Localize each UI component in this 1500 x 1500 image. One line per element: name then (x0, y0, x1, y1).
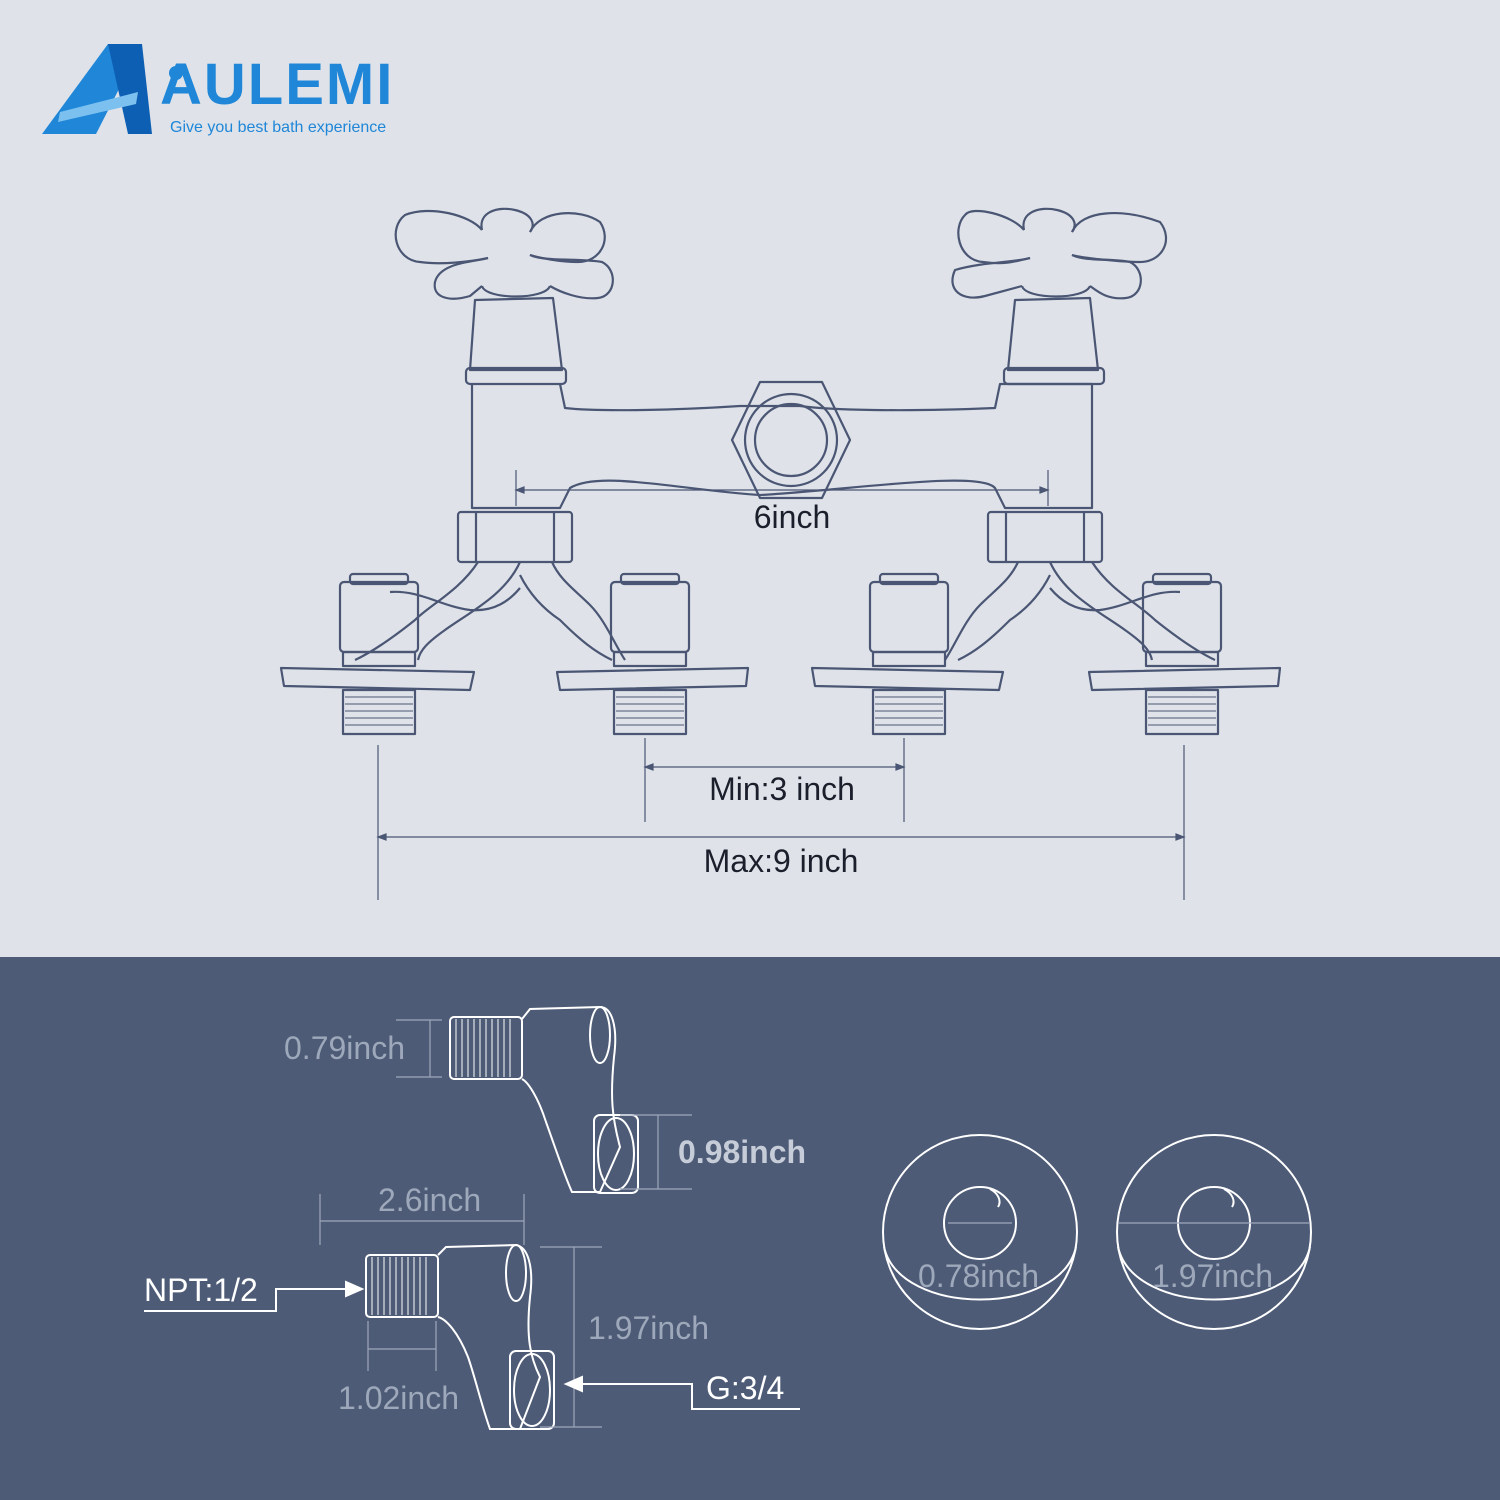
logo-droplet-icon (169, 66, 183, 80)
thread-npt-label: NPT:1/2 (144, 1272, 258, 1308)
center-outlet-hole (753, 402, 829, 478)
left-bonnet-ring (464, 366, 568, 386)
right-cross-handle (951, 207, 1168, 300)
brand-name: AULEMI (160, 52, 394, 117)
left-bonnet (468, 296, 564, 372)
bottom-dimension-lines (319, 1019, 1310, 1428)
left-cross-handle (394, 207, 614, 300)
dim-thread-length: 1.02inch (338, 1380, 459, 1416)
parts-dimension-panel: 0.79inch 0.98inch 2.6inch NPT:1/2 1.97in… (0, 957, 1500, 1500)
dim-min-label: Min:3 inch (709, 771, 855, 807)
inlet-1 (279, 572, 476, 736)
lower-elbow-threads (371, 1257, 427, 1315)
left-offset-connectors (354, 561, 626, 661)
parts-drawing: 0.79inch 0.98inch 2.6inch NPT:1/2 1.97in… (0, 957, 1500, 1500)
left-union-nut (456, 510, 574, 564)
dim-top-connector-height: 0.79inch (284, 1030, 405, 1066)
inlet-threads (345, 696, 1216, 726)
dim-handle-spacing-label: 6inch (754, 499, 831, 535)
brand-tagline: Give you best bath experience (170, 119, 386, 136)
faucet-drawing: AULEMI Give you best bath experience (42, 44, 1282, 900)
center-outlet-ring (743, 392, 839, 488)
aulemi-logo: AULEMI Give you best bath experience (42, 44, 394, 136)
lower-elbow-connector (365, 1243, 555, 1430)
faucet-main-body (470, 382, 1094, 510)
right-union-nut (986, 510, 1104, 564)
faucet-body (279, 207, 1282, 736)
center-hex-nut (730, 380, 852, 500)
inlet-2 (555, 572, 750, 736)
dim-top-connector-outlet: 0.98inch (678, 1134, 806, 1170)
upper-elbow-threads (455, 1019, 511, 1077)
dim-flange-outer: 1.97inch (1152, 1258, 1273, 1294)
flange-right (1116, 1134, 1312, 1330)
dim-connector-length: 2.6inch (378, 1182, 481, 1218)
bottom-background (0, 957, 1500, 1500)
top-dimension-lines (376, 470, 1186, 900)
thread-leader-lines (144, 1280, 800, 1410)
thread-g-label: G:3/4 (706, 1370, 784, 1406)
dim-max-label: Max:9 inch (704, 843, 859, 879)
logo-a-bar (58, 92, 138, 122)
faucet-dimension-panel: AULEMI Give you best bath experience (42, 44, 1282, 900)
dim-connector-height: 1.97inch (588, 1310, 709, 1346)
right-bonnet (1006, 296, 1100, 372)
upper-elbow-connector (449, 1005, 639, 1194)
logo-a-right-stroke (108, 44, 152, 134)
inlet-4 (1087, 572, 1282, 736)
dim-flange-inner: 0.78inch (918, 1258, 1039, 1294)
flange-left (882, 1134, 1078, 1330)
inlet-3 (810, 572, 1005, 736)
